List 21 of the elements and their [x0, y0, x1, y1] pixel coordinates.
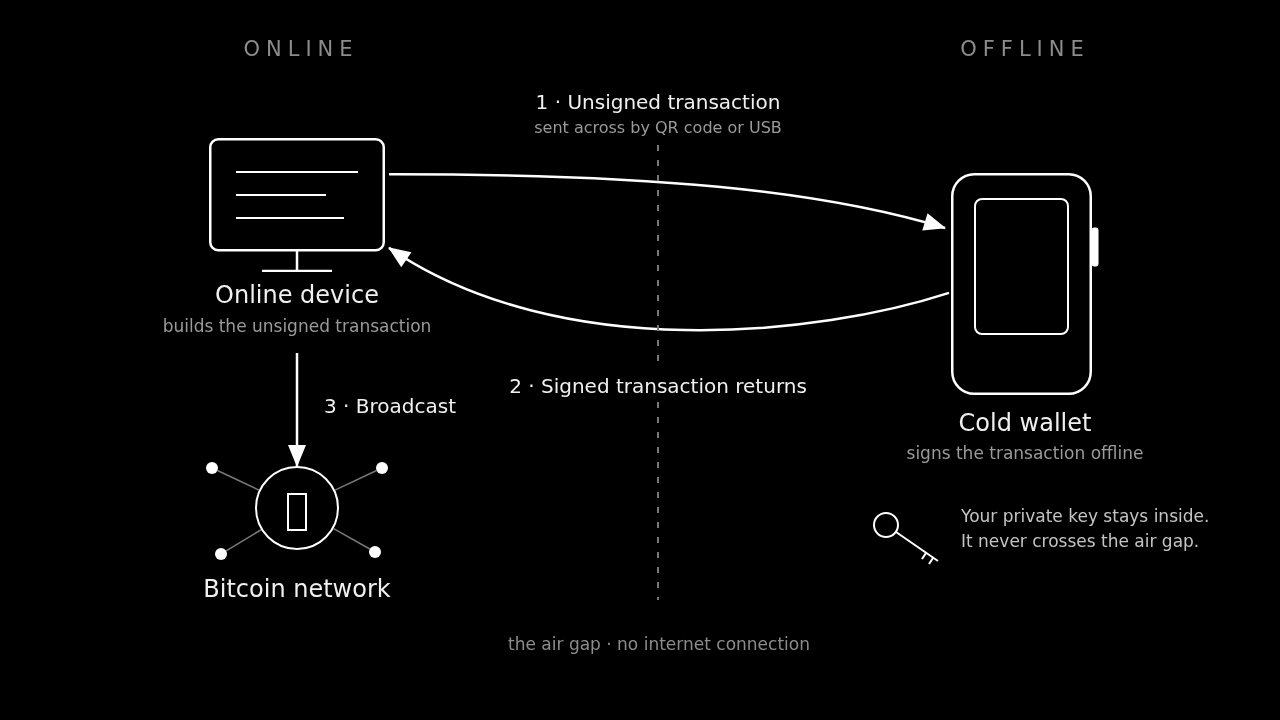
edge-caption: sent across by QR code or USB — [534, 118, 782, 138]
connector-line — [225, 528, 262, 552]
connector-line — [216, 469, 260, 491]
node-label: Cold wallet — [958, 408, 1092, 438]
peer-dot — [369, 546, 381, 558]
connector-line — [334, 469, 378, 491]
arrow — [388, 246, 950, 332]
arrow — [288, 353, 306, 467]
zone-heading: OFFLINE — [959, 37, 1090, 63]
note-text: Your private key stays inside. It never crosses the air gap. — [961, 504, 1211, 553]
node-description: signs the transaction offline — [906, 443, 1144, 464]
peer-dot — [376, 462, 388, 474]
peer-dot — [206, 462, 218, 474]
connector-line — [332, 527, 371, 550]
peer-dot — [215, 548, 227, 560]
zone-heading: ONLINE — [242, 37, 359, 63]
node-label: Online device — [215, 280, 379, 310]
caption-text: the air gap · no internet connection — [508, 634, 810, 655]
node-description: builds the unsigned transaction — [162, 316, 432, 337]
arrow — [389, 172, 946, 232]
node-label: Bitcoin network — [203, 575, 391, 604]
